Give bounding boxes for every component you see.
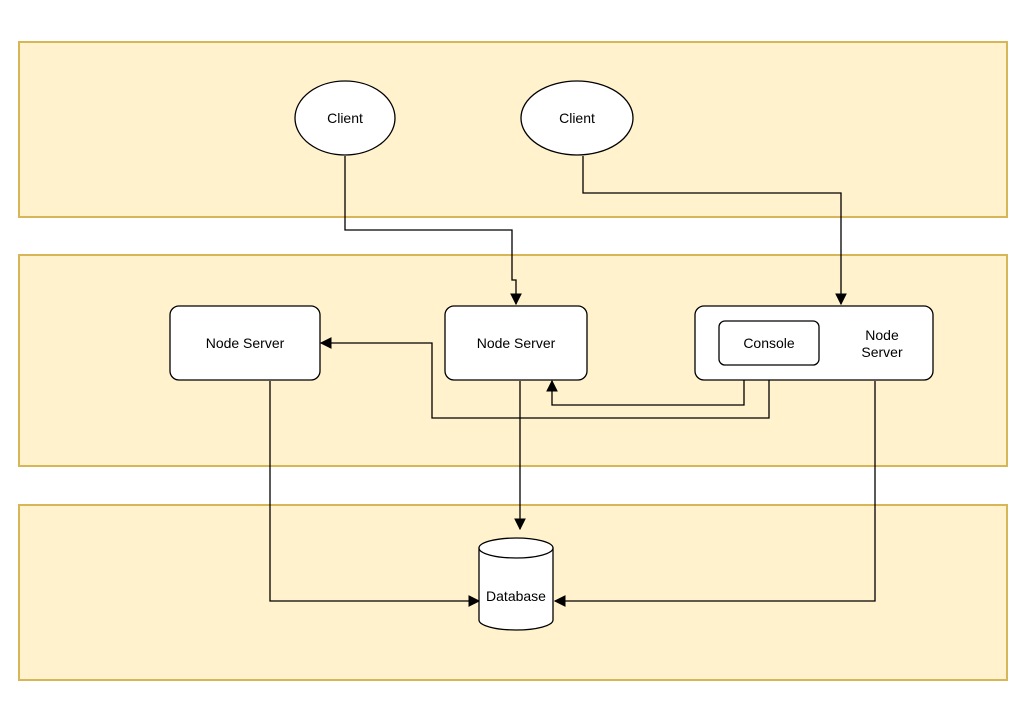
client-node-2[interactable]: Client: [520, 80, 634, 156]
console-node-label: Console: [743, 335, 795, 351]
node-server-right-label-line1: Node: [865, 327, 899, 343]
database-node[interactable]: Database: [478, 537, 554, 631]
node-server-middle[interactable]: Node Server: [444, 305, 588, 381]
edge-node-server-left-to-database: [269, 381, 481, 607]
edge-node-server-right-to-database: [553, 381, 876, 607]
band-clients: [18, 41, 1008, 218]
client-node-1-label: Client: [327, 110, 363, 126]
console-node[interactable]: Console: [718, 320, 820, 366]
database-node-label: Database: [486, 588, 546, 604]
edge-client2-to-node-server-right: [582, 156, 847, 306]
node-server-left-label: Node Server: [206, 335, 285, 351]
edge-console-to-node-server-left: [319, 337, 770, 419]
node-server-left[interactable]: Node Server: [169, 305, 321, 381]
client-node-1[interactable]: Client: [294, 80, 396, 156]
edge-client1-to-node-server-middle: [344, 156, 522, 306]
client-node-2-label: Client: [559, 110, 595, 126]
node-server-middle-label: Node Server: [477, 335, 556, 351]
edge-console-to-node-server-middle: [546, 366, 745, 406]
node-server-right-label-line2: Server: [861, 344, 903, 360]
